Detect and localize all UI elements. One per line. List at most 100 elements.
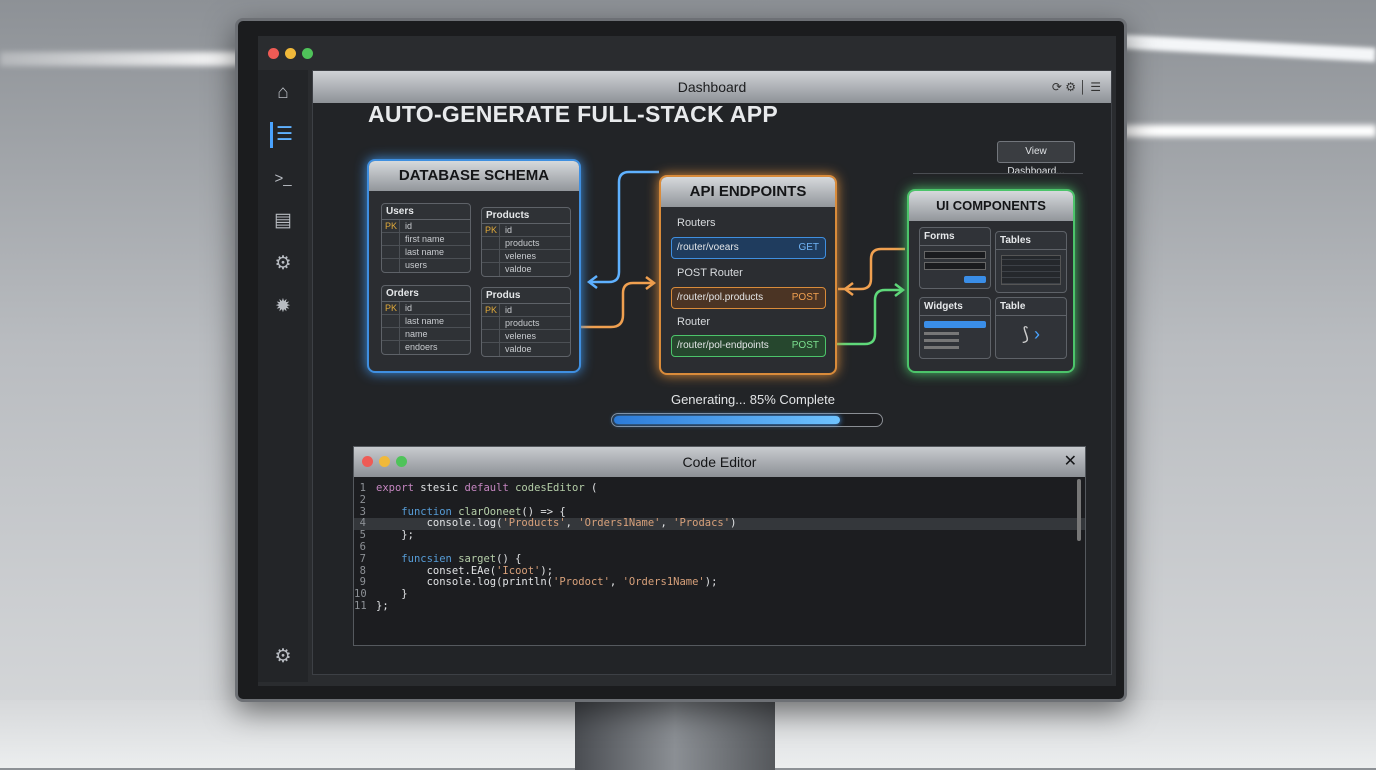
component-title: Forms (920, 228, 990, 246)
endpoint-row[interactable]: /router/pol-endpoints POST (671, 335, 826, 357)
endpoint-row[interactable]: /router/pol.products POST (671, 287, 826, 309)
endpoint-path: /router/pol.products (677, 292, 764, 303)
code-line: 4 console.log('Products', 'Orders1Name',… (354, 517, 1085, 531)
dashboard-window: Dashboard ⟳ ⚙ │ ☰ AUTO-GENERATE FULL-STA… (312, 70, 1112, 675)
home-icon[interactable]: ⌂ (277, 82, 289, 103)
field: valdoe (505, 264, 532, 274)
window-controls (268, 46, 319, 64)
endpoint-path: /router/pol-endpoints (677, 340, 769, 351)
connectors (581, 170, 906, 346)
editor-title: Code Editor (682, 454, 757, 470)
grid-preview (1001, 255, 1061, 285)
code-editor-window: Code Editor ✕ 1 export stesic default cod… (353, 446, 1086, 646)
code-line: 11}; (354, 599, 1085, 613)
list-icon[interactable]: ☰ (270, 122, 296, 148)
settings-icon[interactable]: ⚙ (274, 646, 292, 667)
divider (913, 173, 1083, 174)
line-number: 4 (359, 517, 366, 530)
card-title: API ENDPOINTS (661, 177, 835, 207)
sidebar: ⌂ ☰ >_ ▤ ⚙ ✹ ⚙ (258, 70, 308, 682)
card-title: UI COMPONENTS (909, 191, 1073, 221)
key: PK (382, 302, 400, 314)
field: velenes (505, 251, 537, 261)
window-title: Dashboard (313, 71, 1111, 103)
field: first name (405, 234, 445, 244)
close-dot[interactable] (268, 48, 279, 59)
list-preview (924, 321, 986, 328)
component-title: Table (996, 298, 1066, 316)
page-title: AUTO-GENERATE FULL-STACK APP (368, 101, 779, 127)
line-number: 11 (354, 599, 367, 612)
minimize-dot[interactable] (285, 48, 296, 59)
refresh-icon[interactable]: ⟳ (1051, 80, 1062, 94)
document-icon[interactable]: ▤ (274, 210, 292, 231)
line-number: 6 (359, 540, 366, 553)
code-line: 10 } (354, 588, 1085, 601)
maximize-dot[interactable] (396, 456, 407, 467)
key: PK (482, 224, 500, 236)
gear-alt-icon[interactable]: ✹ (275, 296, 291, 317)
chevron-right-icon: ⟆ › (1021, 324, 1041, 344)
progress-bar (611, 413, 883, 427)
list-preview (924, 339, 959, 342)
code-line: 7 funcsien sarget() { (354, 552, 1085, 566)
table-name: Users (382, 204, 470, 220)
widgets-component[interactable]: Widgets (919, 297, 991, 359)
menu-icon[interactable]: ☰ (1090, 80, 1101, 94)
code-text: } (376, 588, 408, 601)
settings-icon[interactable]: ⚙ (274, 253, 292, 274)
arrow-left (842, 282, 854, 296)
code-text: }; (376, 599, 389, 612)
method-badge: POST (791, 340, 819, 351)
card-title: DATABASE SCHEMA (369, 161, 579, 191)
button-preview (964, 276, 986, 283)
line-number: 10 (354, 588, 367, 601)
code-line: 8 conset.EAe('Icoot'); (354, 565, 1085, 578)
field: last name (405, 316, 445, 326)
scrollbar[interactable] (1077, 479, 1081, 541)
close-icon[interactable]: ✕ (1063, 453, 1077, 470)
input-preview (924, 262, 986, 270)
method-badge: POST (791, 292, 819, 303)
list-preview (924, 332, 959, 335)
component-title: Tables (996, 232, 1066, 250)
tables-component[interactable]: Tables (995, 231, 1067, 293)
component-title: Widgets (920, 298, 990, 316)
field: products (505, 238, 540, 248)
api-ui-connector (838, 247, 905, 291)
code-text: funcsien sarget() { (401, 552, 522, 565)
field: id (505, 305, 513, 315)
code-text: export stesic default codesEditor ( (376, 482, 598, 494)
close-dot[interactable] (362, 456, 373, 467)
code-line: 1 export stesic default codesEditor ( (354, 482, 1085, 495)
arrow-right (645, 276, 657, 290)
line-number: 1 (359, 482, 366, 494)
maximize-dot[interactable] (302, 48, 313, 59)
schema-api-connector (589, 170, 659, 284)
api-ui-connector-2 (827, 288, 903, 346)
ui-components-card: UI COMPONENTS Forms Tables Widgets Table… (907, 189, 1075, 373)
field: users (405, 260, 428, 270)
settings-icon[interactable]: ⚙ (1065, 80, 1077, 94)
terminal-icon[interactable]: >_ (274, 170, 292, 187)
input-preview (924, 251, 986, 259)
window-controls (362, 447, 413, 477)
code-line: 3 function clarOoneet() => { (354, 506, 1085, 519)
minimize-dot[interactable] (379, 456, 390, 467)
view-dashboard-button[interactable]: View Dashboard... (997, 141, 1075, 177)
forms-component[interactable]: Forms (919, 227, 991, 289)
table-component[interactable]: Table ⟆ › (995, 297, 1067, 359)
arrow-right (894, 283, 906, 297)
field: endoers (405, 342, 438, 352)
line-number: 5 (359, 529, 366, 542)
field: last name (405, 247, 445, 257)
method-badge: GET (798, 242, 819, 253)
